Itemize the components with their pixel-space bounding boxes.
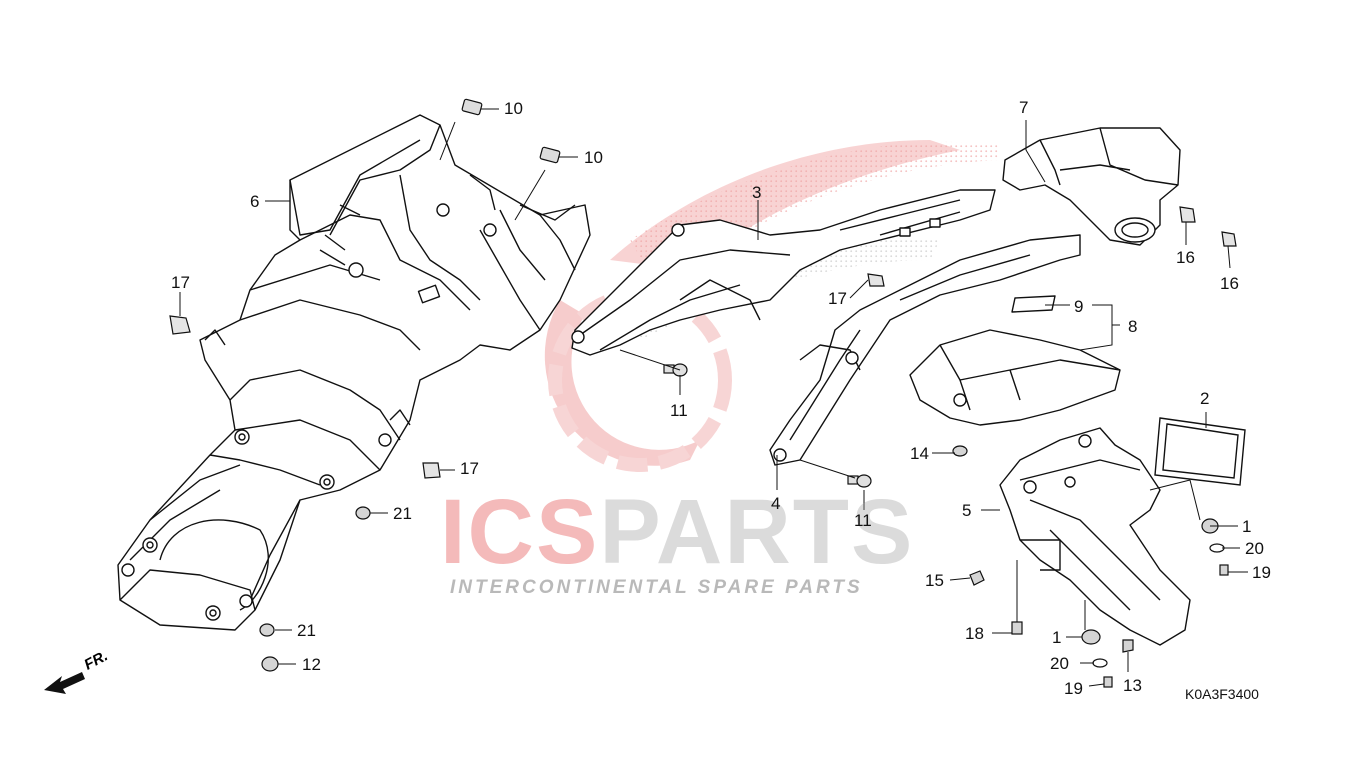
part-reflector-2 xyxy=(1154,417,1246,486)
callout-18: 18 xyxy=(965,624,984,643)
part-rail-4 xyxy=(769,234,1081,466)
callout-15: 15 xyxy=(925,571,944,590)
callout-14: 14 xyxy=(910,444,929,463)
callout-5: 5 xyxy=(962,501,972,520)
callout-7: 7 xyxy=(1019,98,1029,117)
callout-9: 9 xyxy=(1074,297,1084,316)
front-direction-arrow xyxy=(44,672,85,694)
callout-11-left: 11 xyxy=(670,401,688,420)
part-panel-8 xyxy=(909,295,1121,426)
part-bracket-5 xyxy=(999,427,1191,646)
watermark-wing-gray xyxy=(620,237,940,340)
callout-16-right: 16 xyxy=(1220,274,1239,293)
callout-6: 6 xyxy=(250,192,260,211)
callout-10-lower: 10 xyxy=(584,148,603,167)
callout-4: 4 xyxy=(771,494,781,513)
callout-13: 13 xyxy=(1123,676,1142,695)
callout-2: 2 xyxy=(1200,389,1210,408)
callout-19-upper: 19 xyxy=(1252,563,1271,582)
callout-10-upper: 10 xyxy=(504,99,523,118)
part-cover-7 xyxy=(1002,127,1181,246)
callout-17-right: 17 xyxy=(828,289,847,308)
callout-17-left: 17 xyxy=(171,273,190,292)
callout-20-lower: 20 xyxy=(1050,654,1069,673)
callout-1-upper: 1 xyxy=(1242,517,1252,536)
callout-12: 12 xyxy=(302,655,321,674)
part-nut-21-12 xyxy=(259,506,371,672)
part-clip-10 xyxy=(461,98,561,164)
part-hardware-right xyxy=(952,445,1229,688)
callout-21-lower: 21 xyxy=(297,621,316,640)
leader-lines xyxy=(179,108,1248,687)
diagram-code: K0A3F3400 xyxy=(1185,686,1259,702)
part-clip-16 xyxy=(1179,206,1237,247)
callout-1-lower: 1 xyxy=(1052,628,1062,647)
watermark-title-red: ICS xyxy=(440,481,600,583)
part-rail-3 xyxy=(571,189,996,356)
watermark-subtitle: INTERCONTINENTAL SPARE PARTS xyxy=(450,577,863,598)
callout-3: 3 xyxy=(752,183,762,202)
callout-21-upper: 21 xyxy=(393,504,412,523)
callout-11-right: 11 xyxy=(854,511,872,530)
callout-16-left: 16 xyxy=(1176,248,1195,267)
part-inner-fender xyxy=(117,114,591,631)
watermark-title-gray: PARTS xyxy=(599,481,915,583)
part-clip-nut-17 xyxy=(169,273,885,479)
callout-20-upper: 20 xyxy=(1245,539,1264,558)
callout-17-middle: 17 xyxy=(460,459,479,478)
watermark-title: ICSPARTS xyxy=(440,480,914,585)
callout-8: 8 xyxy=(1128,317,1138,336)
watermark-gear xyxy=(544,300,700,466)
callout-19-lower: 19 xyxy=(1064,679,1083,698)
